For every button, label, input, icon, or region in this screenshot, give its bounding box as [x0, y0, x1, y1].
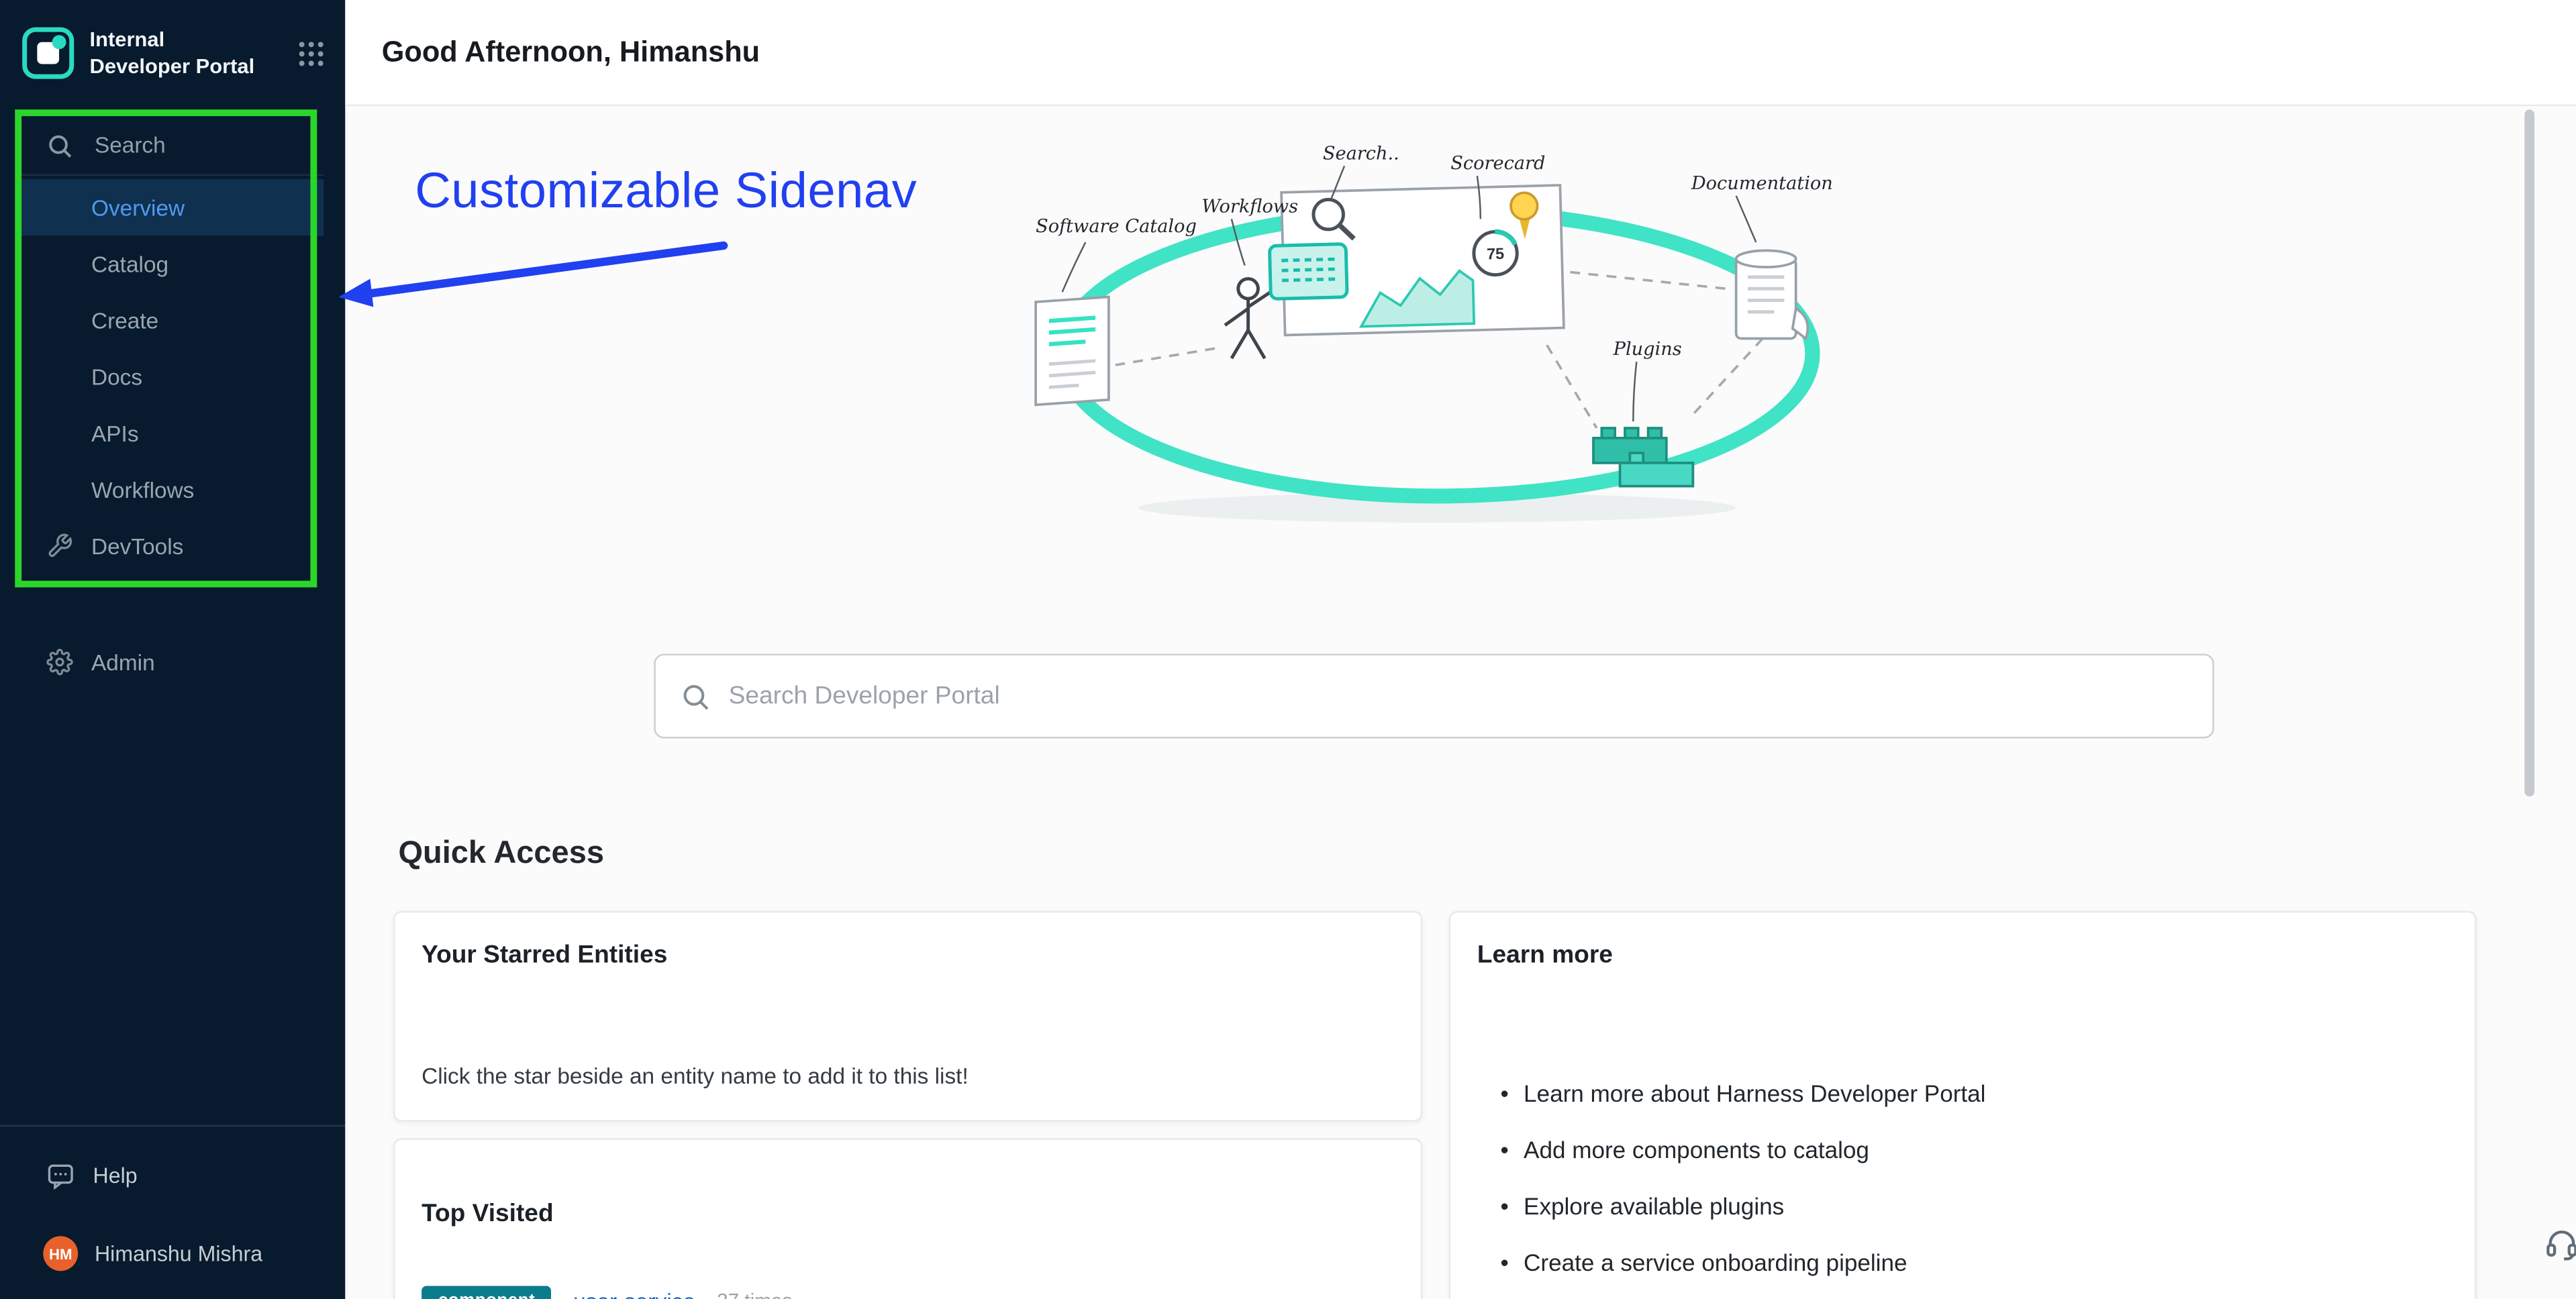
card-title: Top Visited [422, 1199, 554, 1228]
hero-label-search: Search.. [1323, 143, 1399, 164]
table-row: component user-service 37 times [422, 1283, 792, 1299]
learn-more-link[interactable]: Add more components to catalog [1501, 1138, 1986, 1165]
catalog-doc [1034, 295, 1110, 407]
sidebar-item-help[interactable]: Help [46, 1161, 138, 1190]
hero-label-documentation: Documentation [1691, 173, 1833, 194]
person-figure [1224, 276, 1275, 360]
gear-icon [46, 648, 73, 676]
sidebar-item-devtools[interactable]: DevTools [21, 518, 324, 574]
card-title: Learn more [1477, 941, 1613, 970]
sidebar-item-label: Workflows [91, 476, 195, 503]
sidebar-item-label: Overview [91, 195, 185, 220]
help-chat-icon [48, 1164, 73, 1190]
sidebar: Internal Developer Portal Search Overvie… [0, 0, 346, 1299]
whiteboard: 75 [1268, 184, 1565, 337]
sidebar-item-apis[interactable]: APIs [21, 405, 324, 461]
brand-title: Internal Developer Portal [89, 28, 255, 79]
wrench-icon [48, 533, 72, 558]
annotation-label: Customizable Sidenav [415, 164, 918, 219]
hero-illustration: 75 [1034, 143, 1833, 523]
quick-access-title: Quick Access [398, 836, 604, 872]
sidebar-item-label: Admin [91, 650, 155, 675]
sidebar-item-label: Create [91, 307, 159, 333]
greeting-title: Good Afternoon, Himanshu [381, 34, 760, 68]
hero-label-plugins: Plugins [1613, 339, 1682, 360]
sidebar-item-label: Docs [91, 364, 143, 389]
scrollbar-thumb[interactable] [2524, 109, 2535, 796]
documentation-scroll [1734, 249, 1810, 341]
search-icon [49, 134, 72, 157]
score-value: 75 [1487, 245, 1505, 263]
dashed-connectors [1115, 270, 1764, 429]
hero-label-workflows: Workflows [1201, 197, 1298, 217]
visit-count: 37 times [717, 1289, 792, 1299]
label-leaders [1061, 165, 1757, 422]
learn-more-card: Learn more Learn more about Harness Deve… [1448, 911, 2477, 1299]
kind-chip: component [422, 1286, 552, 1299]
magnifier-icon [1311, 197, 1356, 241]
sidebar-item-workflows[interactable]: Workflows [21, 461, 324, 517]
learn-more-list: Learn more about Harness Developer Porta… [1501, 1082, 1986, 1299]
hero-label-scorecard: Scorecard [1450, 153, 1545, 174]
medal-icon [1509, 191, 1539, 240]
brand: Internal Developer Portal [0, 0, 345, 106]
hero-label-software-catalog: Software Catalog [1036, 216, 1197, 237]
starred-empty-text: Click the star beside an entity name to … [422, 1063, 969, 1089]
help-label: Help [93, 1163, 138, 1188]
portal-search-input[interactable] [728, 682, 2188, 711]
sidebar-search[interactable]: Search [21, 116, 324, 176]
learn-more-link[interactable]: Explore available plugins [1501, 1194, 1986, 1221]
sidebar-item-label: APIs [91, 420, 139, 446]
sidebar-item-overview[interactable]: Overview [21, 179, 324, 236]
portal-searchbar[interactable] [654, 654, 2214, 739]
harness-idp-logo [22, 27, 75, 79]
entity-link[interactable]: user-service [573, 1288, 695, 1299]
learn-more-link[interactable]: Learn more about Harness Developer Porta… [1501, 1082, 1985, 1108]
sidebar-item-label: DevTools [91, 533, 184, 559]
starred-entities-card: Your Starred Entities Click the star bes… [393, 911, 1423, 1122]
learn-more-link[interactable]: Create a service onboarding pipeline [1501, 1251, 1986, 1278]
sidebar-item-docs[interactable]: Docs [21, 348, 324, 405]
avatar-initials: HM [48, 1245, 72, 1262]
sidebar-search-label: Search [94, 132, 166, 158]
main-content: Good Afternoon, Himanshu Customizable Si… [338, 0, 2576, 1299]
sidebar-item-admin[interactable]: Admin [0, 643, 345, 680]
card-title: Your Starred Entities [422, 941, 668, 970]
sidebar-footer: Help HM Himanshu Mishra [0, 1125, 346, 1299]
annotation-arrow [338, 241, 728, 307]
user-name: Himanshu Mishra [94, 1241, 263, 1266]
top-visited-card: Top Visited component user-service 37 ti… [393, 1138, 1423, 1299]
apps-grid-icon[interactable] [297, 39, 326, 67]
page-header: Good Afternoon, Himanshu [345, 0, 2576, 107]
sidebar-item-create[interactable]: Create [21, 292, 324, 348]
sidebar-item-catalog[interactable]: Catalog [21, 236, 324, 292]
sidebar-nav: Overview Catalog Create Docs APIs Workfl… [0, 179, 345, 574]
plugin-bricks [1592, 427, 1695, 488]
search-icon [683, 684, 709, 709]
avatar: HM [43, 1236, 79, 1271]
sidebar-item-label: Catalog [91, 251, 169, 276]
support-chat-icon[interactable] [2544, 1226, 2576, 1261]
sidebar-user[interactable]: HM Himanshu Mishra [43, 1236, 262, 1271]
